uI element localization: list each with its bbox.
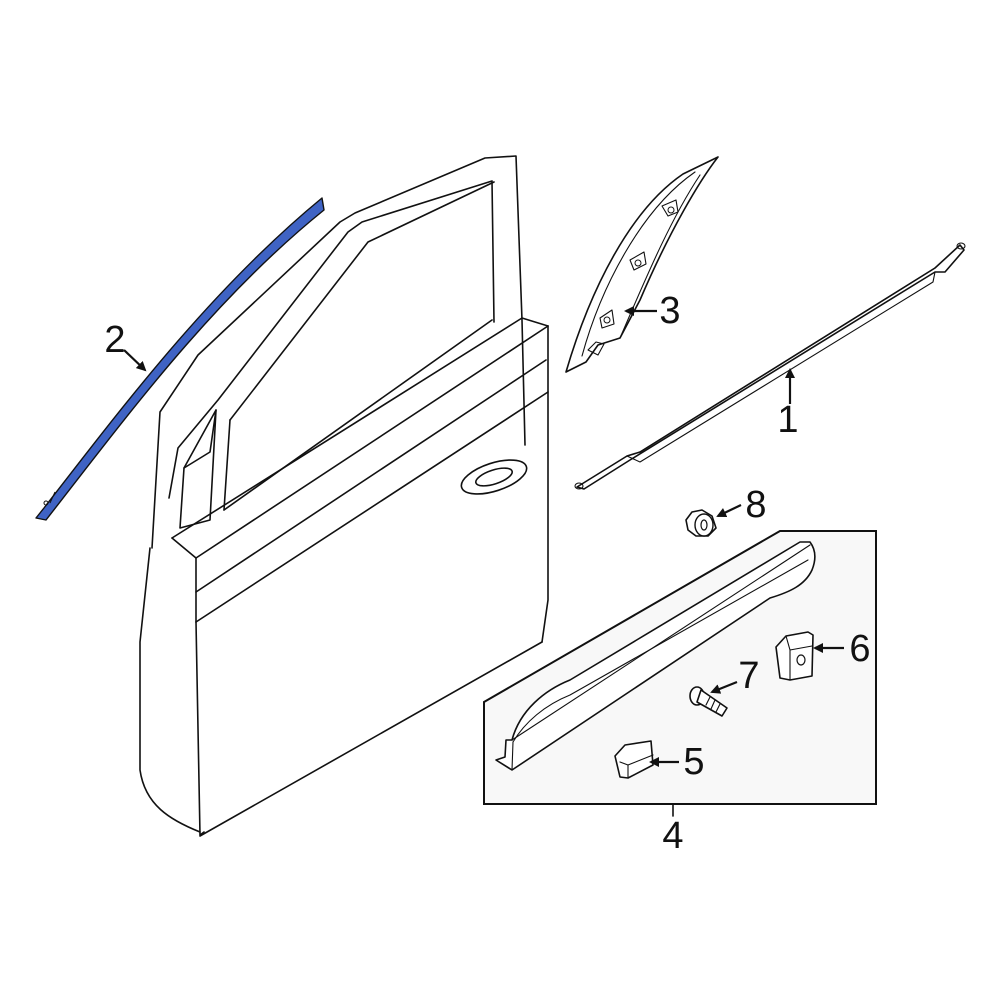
part-3-pillar-applique[interactable] <box>565 156 719 373</box>
callout-5[interactable]: 5 <box>683 741 704 783</box>
arrow-8 <box>716 504 742 518</box>
callout-6[interactable]: 6 <box>849 628 870 670</box>
callout-1[interactable]: 1 <box>777 399 798 441</box>
callout-3[interactable]: 3 <box>659 290 680 332</box>
callout-2[interactable]: 2 <box>104 319 125 361</box>
part-4-door-molding[interactable] <box>495 541 816 771</box>
arrow-7 <box>710 680 738 694</box>
leader-arrows <box>123 306 844 767</box>
callout-4[interactable]: 4 <box>662 815 683 857</box>
part-4-box <box>483 530 877 817</box>
callout-labels: 1 2 3 4 5 6 7 8 <box>104 290 870 857</box>
callout-8[interactable]: 8 <box>745 484 766 526</box>
part-7-screw[interactable] <box>689 686 728 717</box>
part-6-clip-nut[interactable] <box>775 631 814 681</box>
part-8-nut[interactable] <box>685 509 717 537</box>
door-shell <box>139 155 549 837</box>
arrow-2 <box>123 349 147 372</box>
part-2-roof-molding[interactable] <box>35 197 325 521</box>
callout-7[interactable]: 7 <box>738 655 759 697</box>
